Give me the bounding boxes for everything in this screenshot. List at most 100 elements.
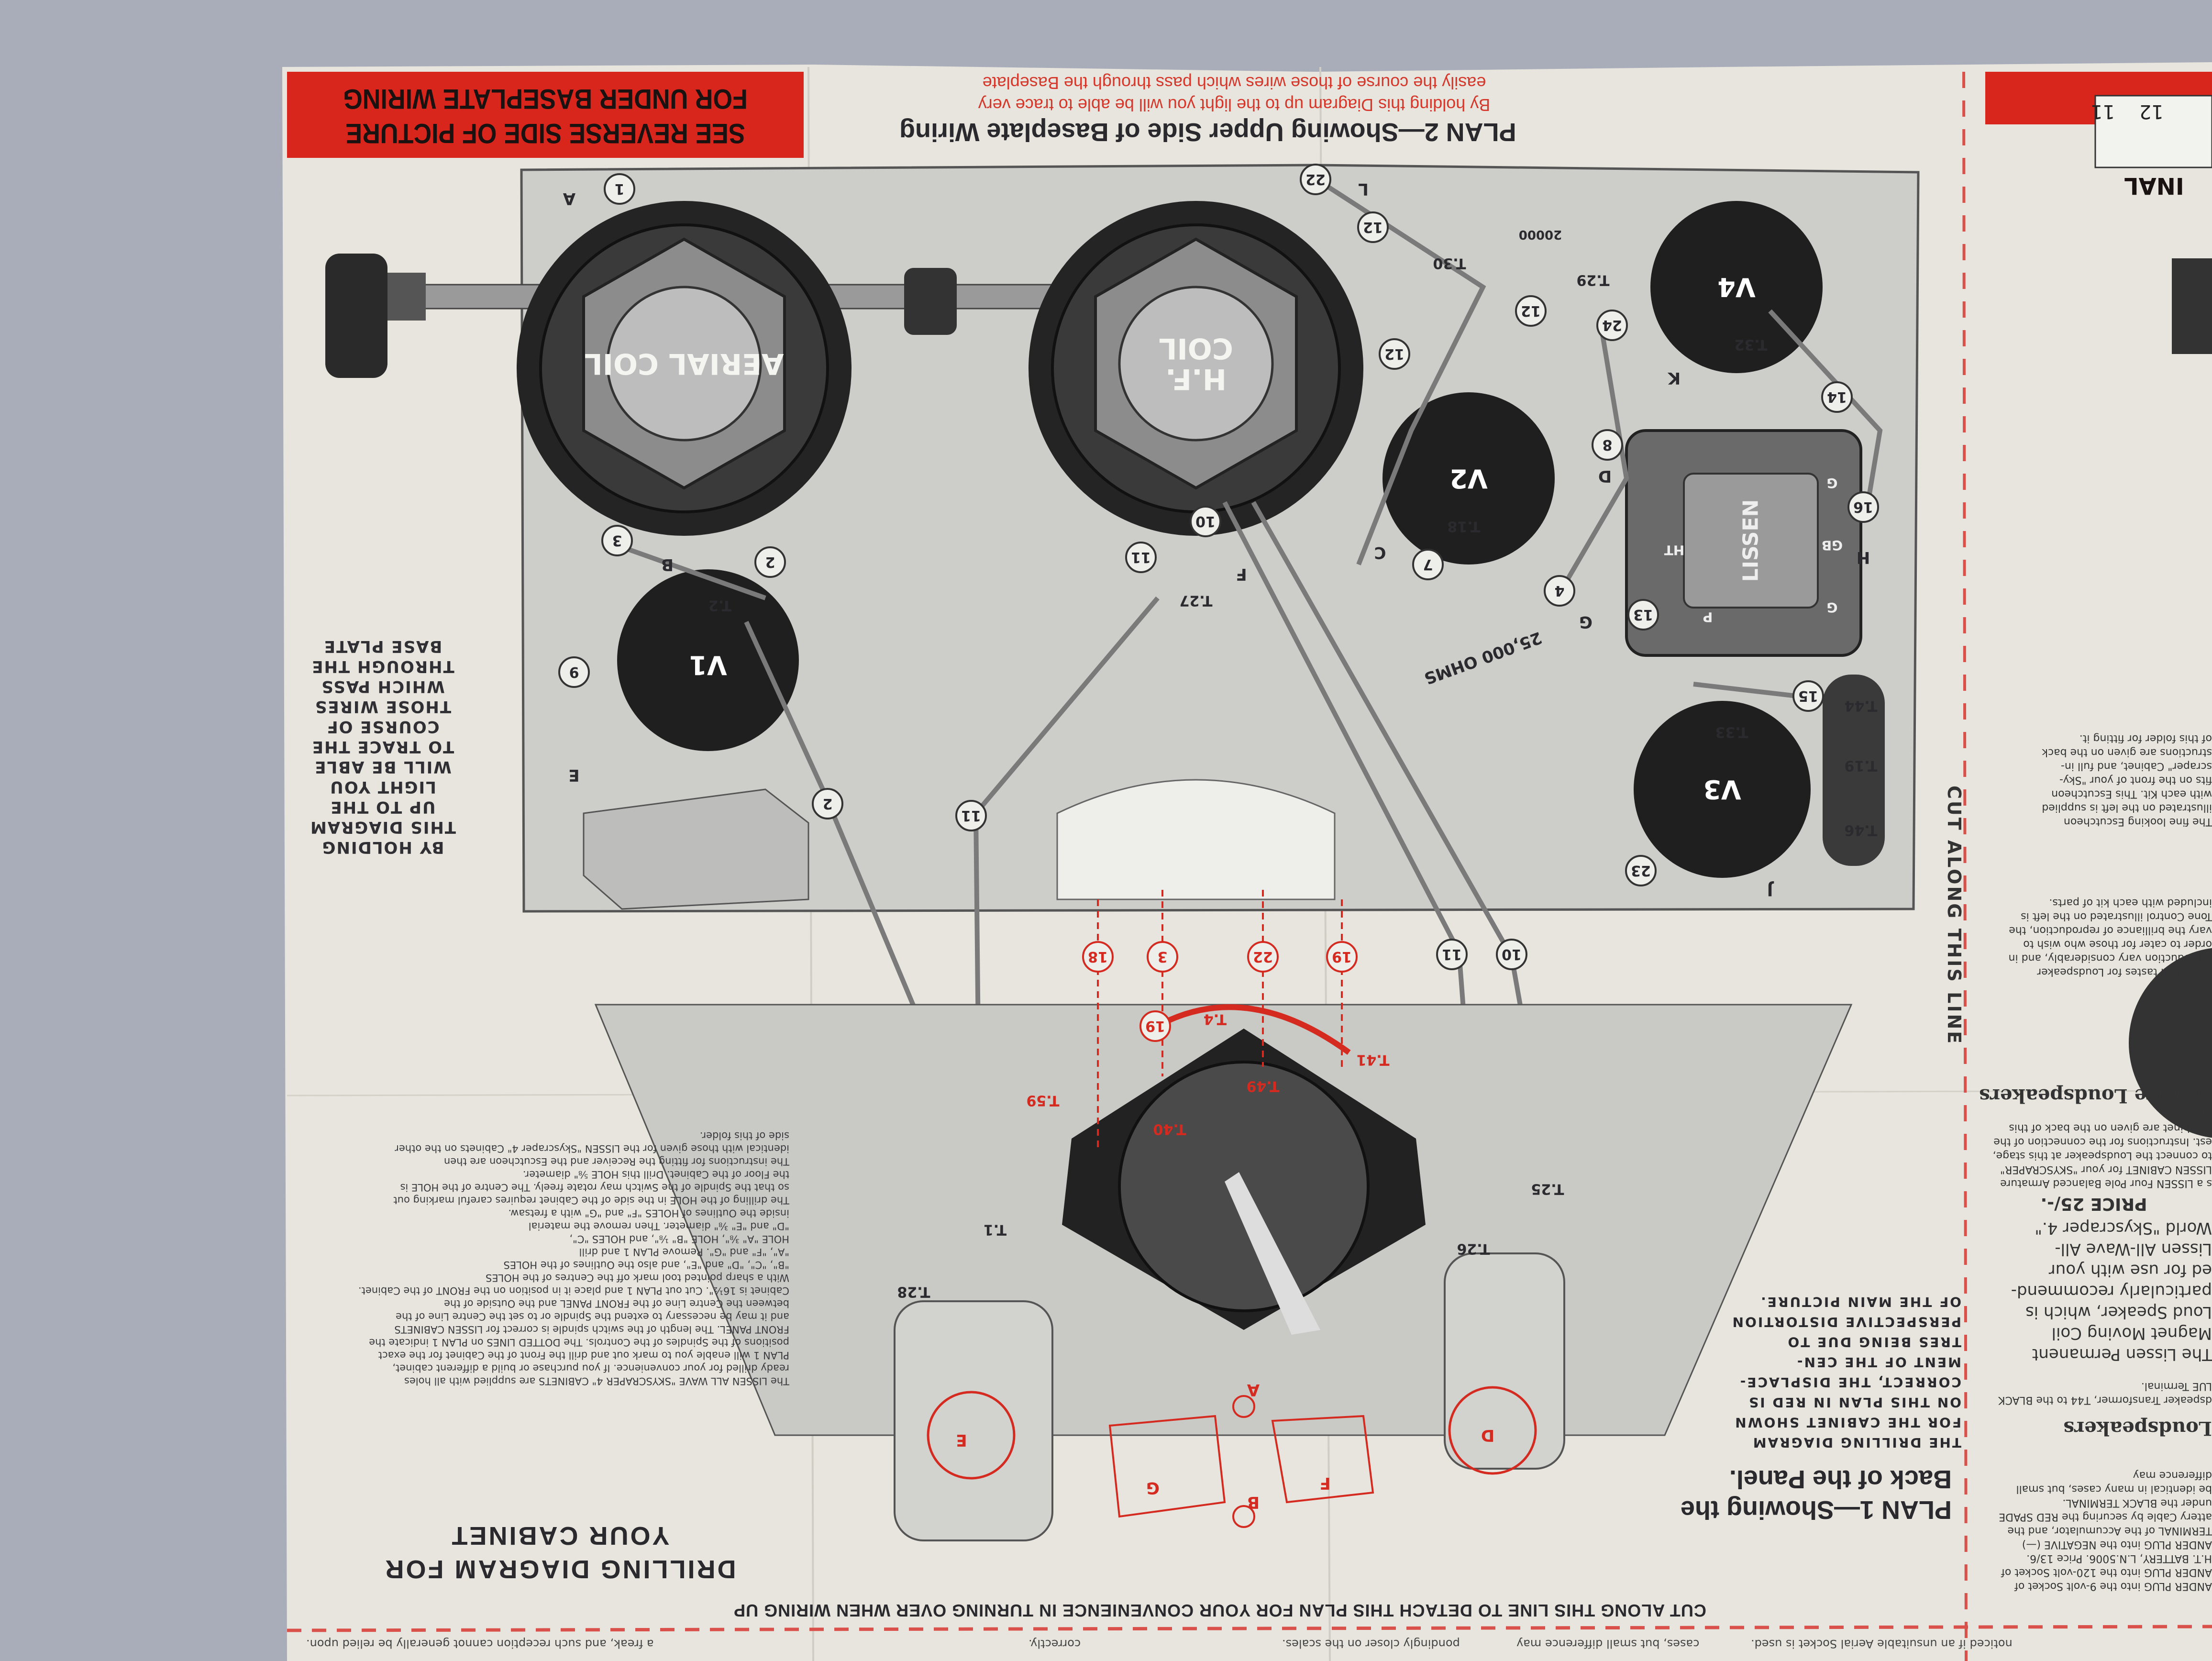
drill-hole-letter: D <box>1481 1426 1495 1445</box>
instruction-line: The drilling of the HOLE in the side of … <box>393 1195 789 1206</box>
side-note-line: WILL BE ABLE <box>314 757 452 776</box>
connection-letter: E <box>568 765 580 785</box>
transformer-terminal: G <box>1826 599 1838 616</box>
drill-hole-letter: A <box>1247 1380 1260 1399</box>
connection-letter: A <box>563 189 576 208</box>
instruction-line: With a sharp pointed tool mark off the C… <box>485 1272 789 1284</box>
plan1-title: PLAN 1—Showing the Back of the Panel. <box>1665 1464 1952 1525</box>
wire-number-marker: 22 <box>1300 164 1331 195</box>
resistor2-label: 20000 <box>1518 227 1562 242</box>
title-line: DRILLING DIAGRAM FOR <box>383 1555 736 1583</box>
text-line: ANDER PLUG into the NEGATIVE (—) <box>2022 1539 2212 1550</box>
text-block: ANDER PLUG into the 9-volt Socket of ANDE… <box>1976 1468 2212 1593</box>
title-line: YOUR CABINET <box>450 1521 670 1550</box>
wire-number-marker: 14 <box>1821 381 1853 413</box>
red-wire-number-marker: 18 <box>1082 941 1114 973</box>
red-wire <box>1151 1004 1351 1055</box>
text-line: The Lissen Permanent <box>2032 1345 2212 1364</box>
text-line: est. Instructions for the connection of … <box>1993 1136 2212 1148</box>
terminal-label: T.2 <box>708 597 732 614</box>
text-line: Loud Speaker, which is <box>2025 1303 2212 1322</box>
wire-number-marker: 2 <box>754 546 786 578</box>
instruction-line: identical with those given for the LISSE… <box>395 1143 789 1154</box>
bottom-fragment: pondingly closer on the scales. <box>1282 1637 1460 1650</box>
connection-letter: B <box>661 555 674 574</box>
text-line: fits on the front of your "Sky- <box>2059 774 2212 786</box>
wire-number-marker: 1 <box>604 173 635 205</box>
text-line: e cabinet are given on the back of this … <box>2009 1108 2212 1134</box>
instruction-line: Cabinet is 16½". Cut out PLAN 1 and plac… <box>358 1285 789 1296</box>
wire-number-marker: 11 <box>1436 939 1468 970</box>
caption-line: CORRECT, THE DISPLACE- <box>1738 1374 1961 1390</box>
terminal-label: T.27 <box>1179 592 1213 609</box>
reaction-condenser-outline <box>1056 779 1336 900</box>
connection-letter: K <box>1668 368 1681 388</box>
text-line: LUE Terminal. <box>2141 1380 2212 1392</box>
connection-letter: H <box>1856 548 1870 567</box>
drill-hole-letter: F <box>1319 1473 1331 1493</box>
switch-right <box>1444 1252 1565 1470</box>
side-note-line: TO TRACE THE <box>311 737 454 756</box>
red-terminal-label: T.40 <box>1153 1120 1186 1138</box>
escutcheon-image <box>2172 258 2212 354</box>
instruction-line: and it may be necessary to extend the Sp… <box>396 1311 789 1322</box>
side-note-line: COURSE OF <box>326 717 440 736</box>
loudspeaker-image <box>2129 948 2212 1138</box>
plan2-title: PLAN 2—Showing Upper Side of Baseplate W… <box>899 118 1516 146</box>
text-line: ANDER PLUG into the 9-volt Socket of <box>2014 1580 2212 1592</box>
text-line: Tone Control illustrated on the left is <box>2021 910 2212 922</box>
drill-hole-letter: B <box>1247 1493 1260 1512</box>
wire-number-marker: 9 <box>558 656 590 688</box>
wire-number-marker: 13 <box>1627 599 1659 631</box>
v1-label: V1 <box>689 650 727 680</box>
instruction-line: "D" and "E" ⅜" diameter. Then remove the… <box>528 1220 789 1232</box>
text-line: TERMINAL of the Accumulator, and the <box>2007 1525 2212 1537</box>
text-line: s a LISSEN Four Pole Balanced Armature <box>2000 1177 2212 1189</box>
text-line: order to cater for those who wish to <box>2023 938 2212 950</box>
wire-number-marker: 8 <box>1592 429 1623 461</box>
wire-number-marker: 15 <box>1792 680 1824 712</box>
cut-line-horizontal <box>287 1625 2212 1632</box>
text-line: The fine looking Escutcheon <box>2063 816 2212 828</box>
heading: mature Loudspeakers <box>1979 1085 2212 1107</box>
terminal-label: T.19 <box>1844 757 1878 774</box>
bottom-fragment: correctly. <box>1029 1637 1081 1650</box>
v2-label: V2 <box>1449 463 1488 494</box>
wire-number-marker: 10 <box>1496 939 1527 970</box>
instruction-line: FRONT PANEL. The length of the switch sp… <box>394 1324 789 1335</box>
side-note-line: BASE PLATE <box>323 637 442 656</box>
terminal-label: T.46 <box>1844 821 1878 839</box>
terminal-label: T.44 <box>1844 697 1878 714</box>
baseplate <box>520 164 1920 913</box>
cut-line-instruction: CUT ALONG THIS LINE TO DETACH THIS PLAN … <box>733 1601 1706 1620</box>
text-line: ed for use with your <box>2048 1261 2212 1280</box>
connection-letter: D <box>1598 466 1612 486</box>
text-line: reproduction vary considerably, and in <box>2008 952 2212 964</box>
valve-holder-v2 <box>1382 392 1555 565</box>
red-wire-number-marker: 19 <box>1326 941 1358 973</box>
valve-holder-v4 <box>1650 201 1823 373</box>
title-line: PLAN 1—Showing the <box>1681 1495 1952 1524</box>
terminal-label: T.28 <box>897 1283 930 1300</box>
caption-line: ON THIS PLAN IN RED IS <box>1747 1395 1961 1410</box>
connection-letter: G <box>1579 612 1593 631</box>
side-note-line: WHICH PASS <box>321 677 445 696</box>
right-column-text: ANDER PLUG into the 9-volt Socket of ANDE… <box>1976 124 2212 1593</box>
instruction-line: "B", "C", "D" and "E", and also the Outl… <box>503 1259 789 1271</box>
price: PRICE 25/-. <box>2040 1194 2147 1214</box>
hf-coil-label: H.F. COIL <box>1159 332 1233 396</box>
instruction-line: HOLE "A" ⅜", HOLE "B" ⅛", and HOLES "C", <box>569 1233 789 1245</box>
side-note-line: UP TO THE <box>330 797 436 817</box>
terminal-label: T.25 <box>1531 1180 1564 1197</box>
ruler <box>2094 95 2212 168</box>
ruler-number: 12 <box>2139 100 2164 122</box>
bottom-fragment: a freak, and such reception cannot gener… <box>306 1637 654 1650</box>
terminal-label: T.30 <box>1433 255 1466 272</box>
instruction-line: inside the Outlines of HOLES "F" and "G"… <box>508 1207 789 1219</box>
caption-line: TRES BEING DUE TO <box>1786 1334 1961 1350</box>
valve-holder-v3 <box>1634 701 1811 878</box>
